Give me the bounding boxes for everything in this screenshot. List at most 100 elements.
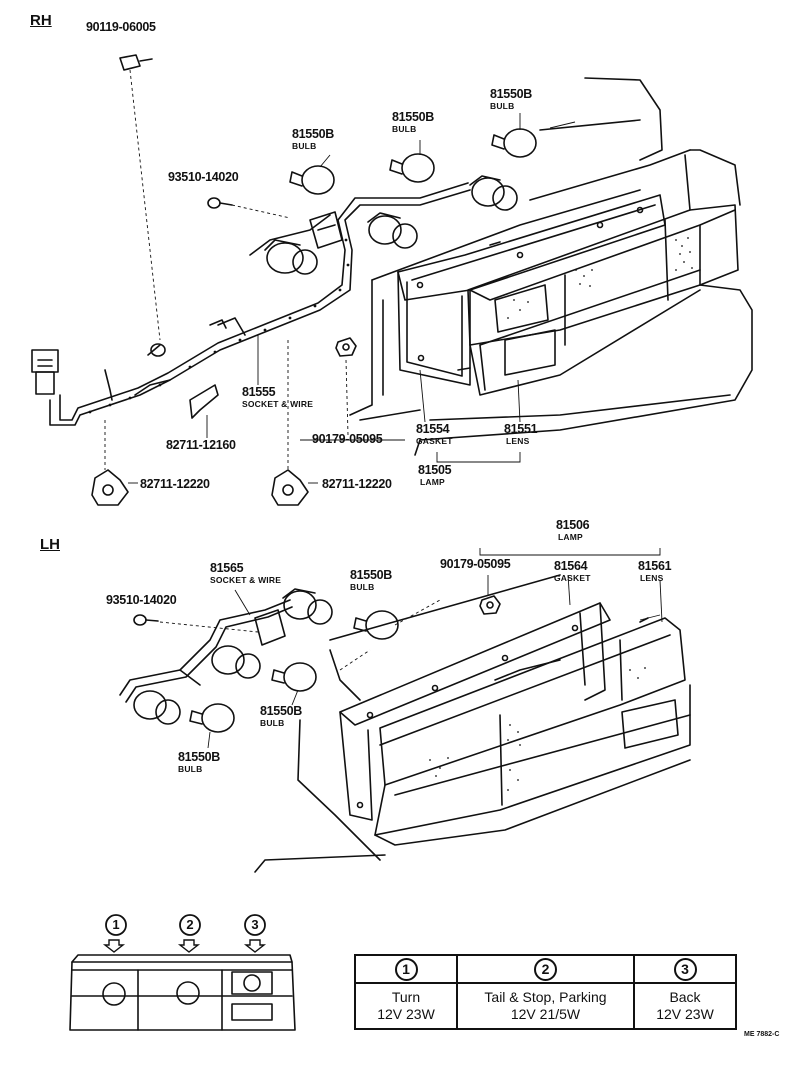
rh-grommet: [150, 319, 227, 357]
rh-clip-12220-a: [91, 469, 129, 506]
lh-bulb-b-part: 81550B: [260, 704, 302, 718]
lh-gasket-81564: [339, 602, 611, 821]
bulb-col-3-num: 3: [673, 957, 697, 981]
bulb-col-1-rating: 12V 23W: [377, 1006, 435, 1022]
bulb-col-3-header: 3: [633, 954, 737, 984]
lh-screw-part: 93510-14020: [106, 593, 177, 607]
rh-lamp-part: 81505: [418, 463, 452, 477]
rh-clip-2-part: 82711-12220: [140, 477, 210, 491]
rh-lens-screw: [457, 367, 471, 371]
lh-gasket-part: 81564: [554, 559, 588, 573]
rh-section-label: RH: [30, 12, 52, 29]
lh-bulb-1: [353, 610, 399, 640]
rh-connector: [31, 349, 59, 395]
legend-marker-2: 2: [186, 917, 194, 932]
rh-clip-12220-b: [271, 469, 309, 506]
lh-lamp-name: LAMP: [558, 532, 583, 542]
rh-lens-screw-2: [489, 241, 501, 246]
rh-socket-3: [469, 175, 518, 211]
lh-gasket-name: GASKET: [554, 573, 591, 583]
leader-lines: [104, 69, 663, 749]
rh-bulb-a-name: BULB: [292, 141, 317, 151]
rh-bulb-2: [389, 153, 435, 183]
legend-marker-circles: [105, 914, 266, 936]
rh-screw-mid: [207, 197, 233, 209]
rh-socket-wire-part: 81555: [242, 385, 276, 399]
lh-bulb-b-name: BULB: [260, 718, 285, 728]
bulb-col-3-rating: 12V 23W: [656, 1006, 714, 1022]
lh-bulb-a-name: BULB: [350, 582, 375, 592]
bulb-col-1-header: 1: [354, 954, 458, 984]
rh-body-panel: [349, 77, 691, 421]
rh-bumper: [414, 284, 753, 456]
rh-screw-top-part: 90119-06005: [86, 20, 156, 34]
bulb-col-2-num: 2: [534, 957, 557, 981]
rh-nut-part: 90179-05095: [312, 432, 383, 446]
rh-bulb-b-part: 81550B: [392, 110, 434, 124]
rh-bulb-c-part: 81550B: [490, 87, 532, 101]
rh-bulb-a-part: 81550B: [292, 127, 334, 141]
lh-bulb-a-part: 81550B: [350, 568, 392, 582]
rh-bulb-c-name: BULB: [490, 101, 515, 111]
bulb-col-2-spec: Tail & Stop, Parking 12V 21/5W: [456, 982, 635, 1030]
lh-wiring: [119, 599, 293, 703]
rh-bulb-b-name: BULB: [392, 124, 417, 134]
lh-nut: [479, 595, 501, 615]
lh-lens-texture: [429, 667, 646, 791]
rh-clip-1-part: 82711-12160: [166, 438, 236, 452]
bulb-col-1-num: 1: [394, 957, 418, 981]
lh-bulb-3: [189, 703, 235, 733]
lh-lens-81561: [374, 617, 691, 846]
rh-bulb-3: [491, 128, 537, 158]
lh-socket-holder: [254, 609, 286, 646]
bulb-spec-table: 1 2 3 Turn 12V 23W Tail & Stop, Parking …: [354, 954, 737, 1030]
lh-bulb-c-name: BULB: [178, 764, 203, 774]
rh-gasket-81554: [397, 194, 666, 386]
lh-socket-wire-part: 81565: [210, 561, 244, 575]
bulb-col-2-use: Tail & Stop, Parking: [484, 989, 607, 1005]
legend-lamp-drawing: [69, 954, 296, 1031]
lh-socket-wire-name: SOCKET & WIRE: [210, 575, 282, 585]
rh-bulb-1: [289, 165, 335, 195]
legend-marker-3: 3: [251, 917, 259, 932]
legend-marker-1: 1: [112, 917, 120, 932]
rh-socket-wire-name: SOCKET & WIRE: [242, 399, 314, 409]
lh-lamp-part: 81506: [556, 518, 590, 532]
rh-screw-mid-part: 93510-14020: [168, 170, 239, 184]
rh-lens-part: 81551: [504, 422, 538, 436]
lh-socket-3: [133, 690, 181, 725]
rh-gasket-name: GASKET: [416, 436, 453, 446]
bulb-col-2-rating: 12V 21/5W: [510, 1006, 581, 1022]
rh-screw-top: [119, 54, 153, 71]
lh-body-panel: [254, 574, 561, 873]
lh-nut-part: 90179-05095: [440, 557, 511, 571]
bulb-col-1-use: Turn: [391, 989, 421, 1005]
rh-clip-3-part: 82711-12220: [322, 477, 392, 491]
rh-socket-2: [367, 212, 418, 249]
drawing-code: ME 7882-C: [744, 1031, 780, 1038]
rh-socket-1: [264, 239, 318, 275]
lh-bulb-2: [271, 662, 317, 692]
rh-nut: [335, 337, 357, 357]
bulb-col-1-spec: Turn 12V 23W: [354, 982, 458, 1030]
lh-lens-part: 81561: [638, 559, 672, 573]
legend-arrows: [102, 939, 267, 953]
rh-lens-texture: [507, 237, 693, 319]
bulb-col-3-use: Back: [669, 989, 701, 1005]
bulb-col-2-header: 2: [456, 954, 635, 984]
lh-bulb-c-part: 81550B: [178, 750, 220, 764]
rh-lens-name: LENS: [506, 436, 530, 446]
lh-lens-name: LENS: [640, 573, 664, 583]
rh-lens-81551: [467, 149, 741, 396]
rh-gasket-part: 81554: [416, 422, 450, 436]
rh-harness-tape: [88, 238, 350, 414]
rh-lamp-name: LAMP: [420, 477, 445, 487]
bulb-col-3-spec: Back 12V 23W: [633, 982, 737, 1030]
lh-section-label: LH: [40, 536, 60, 553]
lh-socket-2: [211, 645, 261, 679]
lh-socket-1: [282, 588, 333, 625]
rh-socket-holder: [309, 211, 343, 249]
lh-screw: [133, 614, 159, 626]
